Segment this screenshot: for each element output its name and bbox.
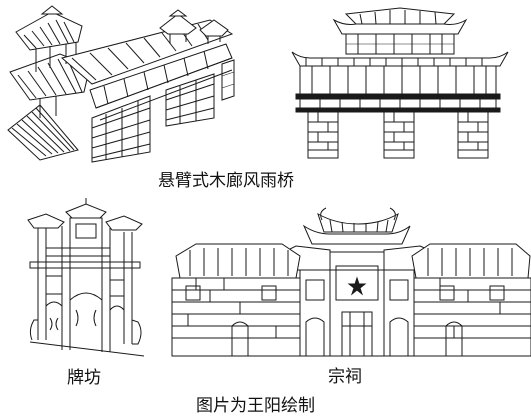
bridge-pier — [457, 111, 489, 159]
bridge-elevation-drawing — [291, 7, 509, 159]
archway-drawing — [27, 198, 145, 357]
caption-cantilever-bridge: 悬臂式木廊风雨桥 — [158, 171, 294, 191]
bridge-pier — [91, 95, 151, 163]
bridge-perspective-drawing — [7, 5, 235, 163]
bridge-pier — [165, 73, 215, 127]
bridge-pier — [221, 59, 235, 101]
caption-ancestral-hall: 宗祠 — [328, 367, 362, 387]
bridge-pier — [383, 111, 415, 159]
star-emblem — [347, 276, 367, 296]
caption-credit: 图片为王阳绘制 — [196, 396, 315, 416]
ancestral-hall-drawing — [171, 207, 531, 357]
bridge-pier — [307, 111, 339, 159]
caption-archway: 牌坊 — [67, 368, 101, 388]
